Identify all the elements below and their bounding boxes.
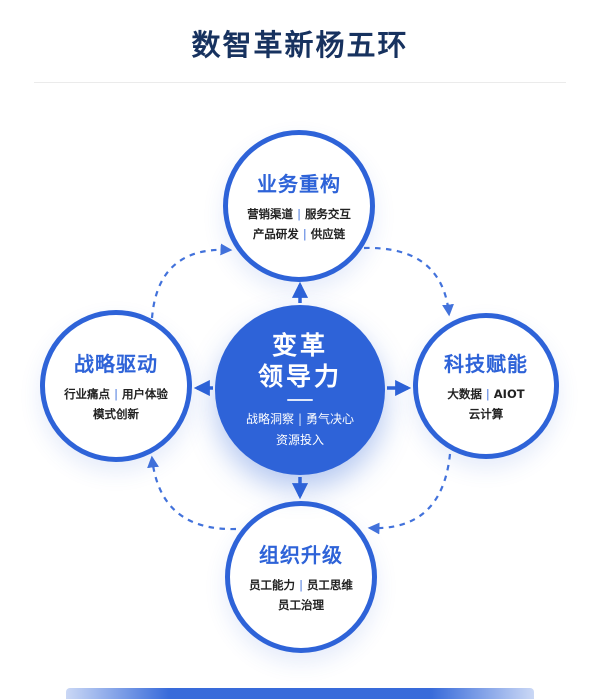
item-text: 服务交互 [304, 206, 351, 221]
item-text: AIOT [493, 386, 525, 401]
page-title: 数智革新杨五环 [191, 28, 409, 62]
item-text: 员工治理 [278, 598, 324, 612]
node-title: 科技赋能 [444, 351, 528, 376]
item-separator: | [297, 206, 301, 221]
item-text: 资源投入 [275, 432, 324, 447]
item-text: 勇气决心 [306, 412, 355, 427]
item-text: 营销渠道 [247, 206, 294, 221]
node-subtitle-line2: 云计算 [469, 404, 504, 424]
node-change-leadership-center: 变革 领导力 战略洞察|勇气决心 资源投入 [215, 305, 385, 475]
node-subtitle-line1: 营销渠道|服务交互 [247, 204, 351, 224]
item-text: 供应链 [310, 227, 346, 241]
dashed-arc-bottom-to-left [147, 455, 237, 531]
item-separator: | [297, 412, 303, 427]
item-text: 员工思维 [306, 577, 353, 592]
node-organization-upgrade: 组织升级 员工能力|员工思维 员工治理 [225, 501, 377, 653]
node-subtitle-line1: 大数据|AIOT [447, 384, 524, 404]
header: 数智革新杨五环 [0, 0, 600, 83]
item-text: 战略洞察 [245, 412, 294, 427]
center-title-line1: 变革 [271, 330, 328, 360]
node-business-reconstruction: 业务重构 营销渠道|服务交互 产品研发|供应链 [223, 130, 375, 282]
node-subtitle-line2: 模式创新 [93, 404, 139, 424]
footer-accent-bar [66, 688, 534, 699]
node-subtitle-line1: 行业痛点|用户体验 [64, 384, 168, 404]
item-text: 云计算 [468, 407, 504, 421]
item-separator: | [299, 577, 303, 592]
item-text: 模式创新 [93, 407, 139, 421]
node-subtitle-line2: 员工治理 [278, 595, 324, 615]
center-subtitle-line1: 战略洞察|勇气决心 [246, 409, 354, 429]
node-title: 组织升级 [259, 542, 343, 567]
item-separator: | [302, 227, 307, 241]
node-tech-enablement: 科技赋能 大数据|AIOT 云计算 [413, 313, 559, 459]
center-title-line2: 领导力 [257, 362, 342, 392]
item-text: 大数据 [447, 386, 482, 401]
item-text: 用户体验 [121, 386, 168, 401]
node-strategy-drive: 战略驱动 行业痛点|用户体验 模式创新 [40, 310, 192, 462]
item-separator: | [114, 386, 118, 401]
item-text: 行业痛点 [64, 386, 111, 401]
dashed-arc-right-to-bottom [367, 453, 452, 535]
item-text: 员工能力 [249, 577, 296, 592]
node-subtitle-line1: 员工能力|员工思维 [249, 575, 353, 595]
node-title: 业务重构 [257, 171, 341, 196]
item-separator: | [485, 386, 490, 401]
dashed-arc-left-to-top [150, 243, 233, 319]
center-subtitle-line2: 资源投入 [276, 430, 324, 450]
center-divider [287, 399, 313, 402]
dashed-arc-top-to-right [363, 246, 454, 317]
node-title: 战略驱动 [74, 351, 158, 376]
item-text: 产品研发 [252, 227, 299, 241]
node-subtitle-line2: 产品研发|供应链 [253, 224, 345, 244]
header-divider [34, 82, 566, 83]
